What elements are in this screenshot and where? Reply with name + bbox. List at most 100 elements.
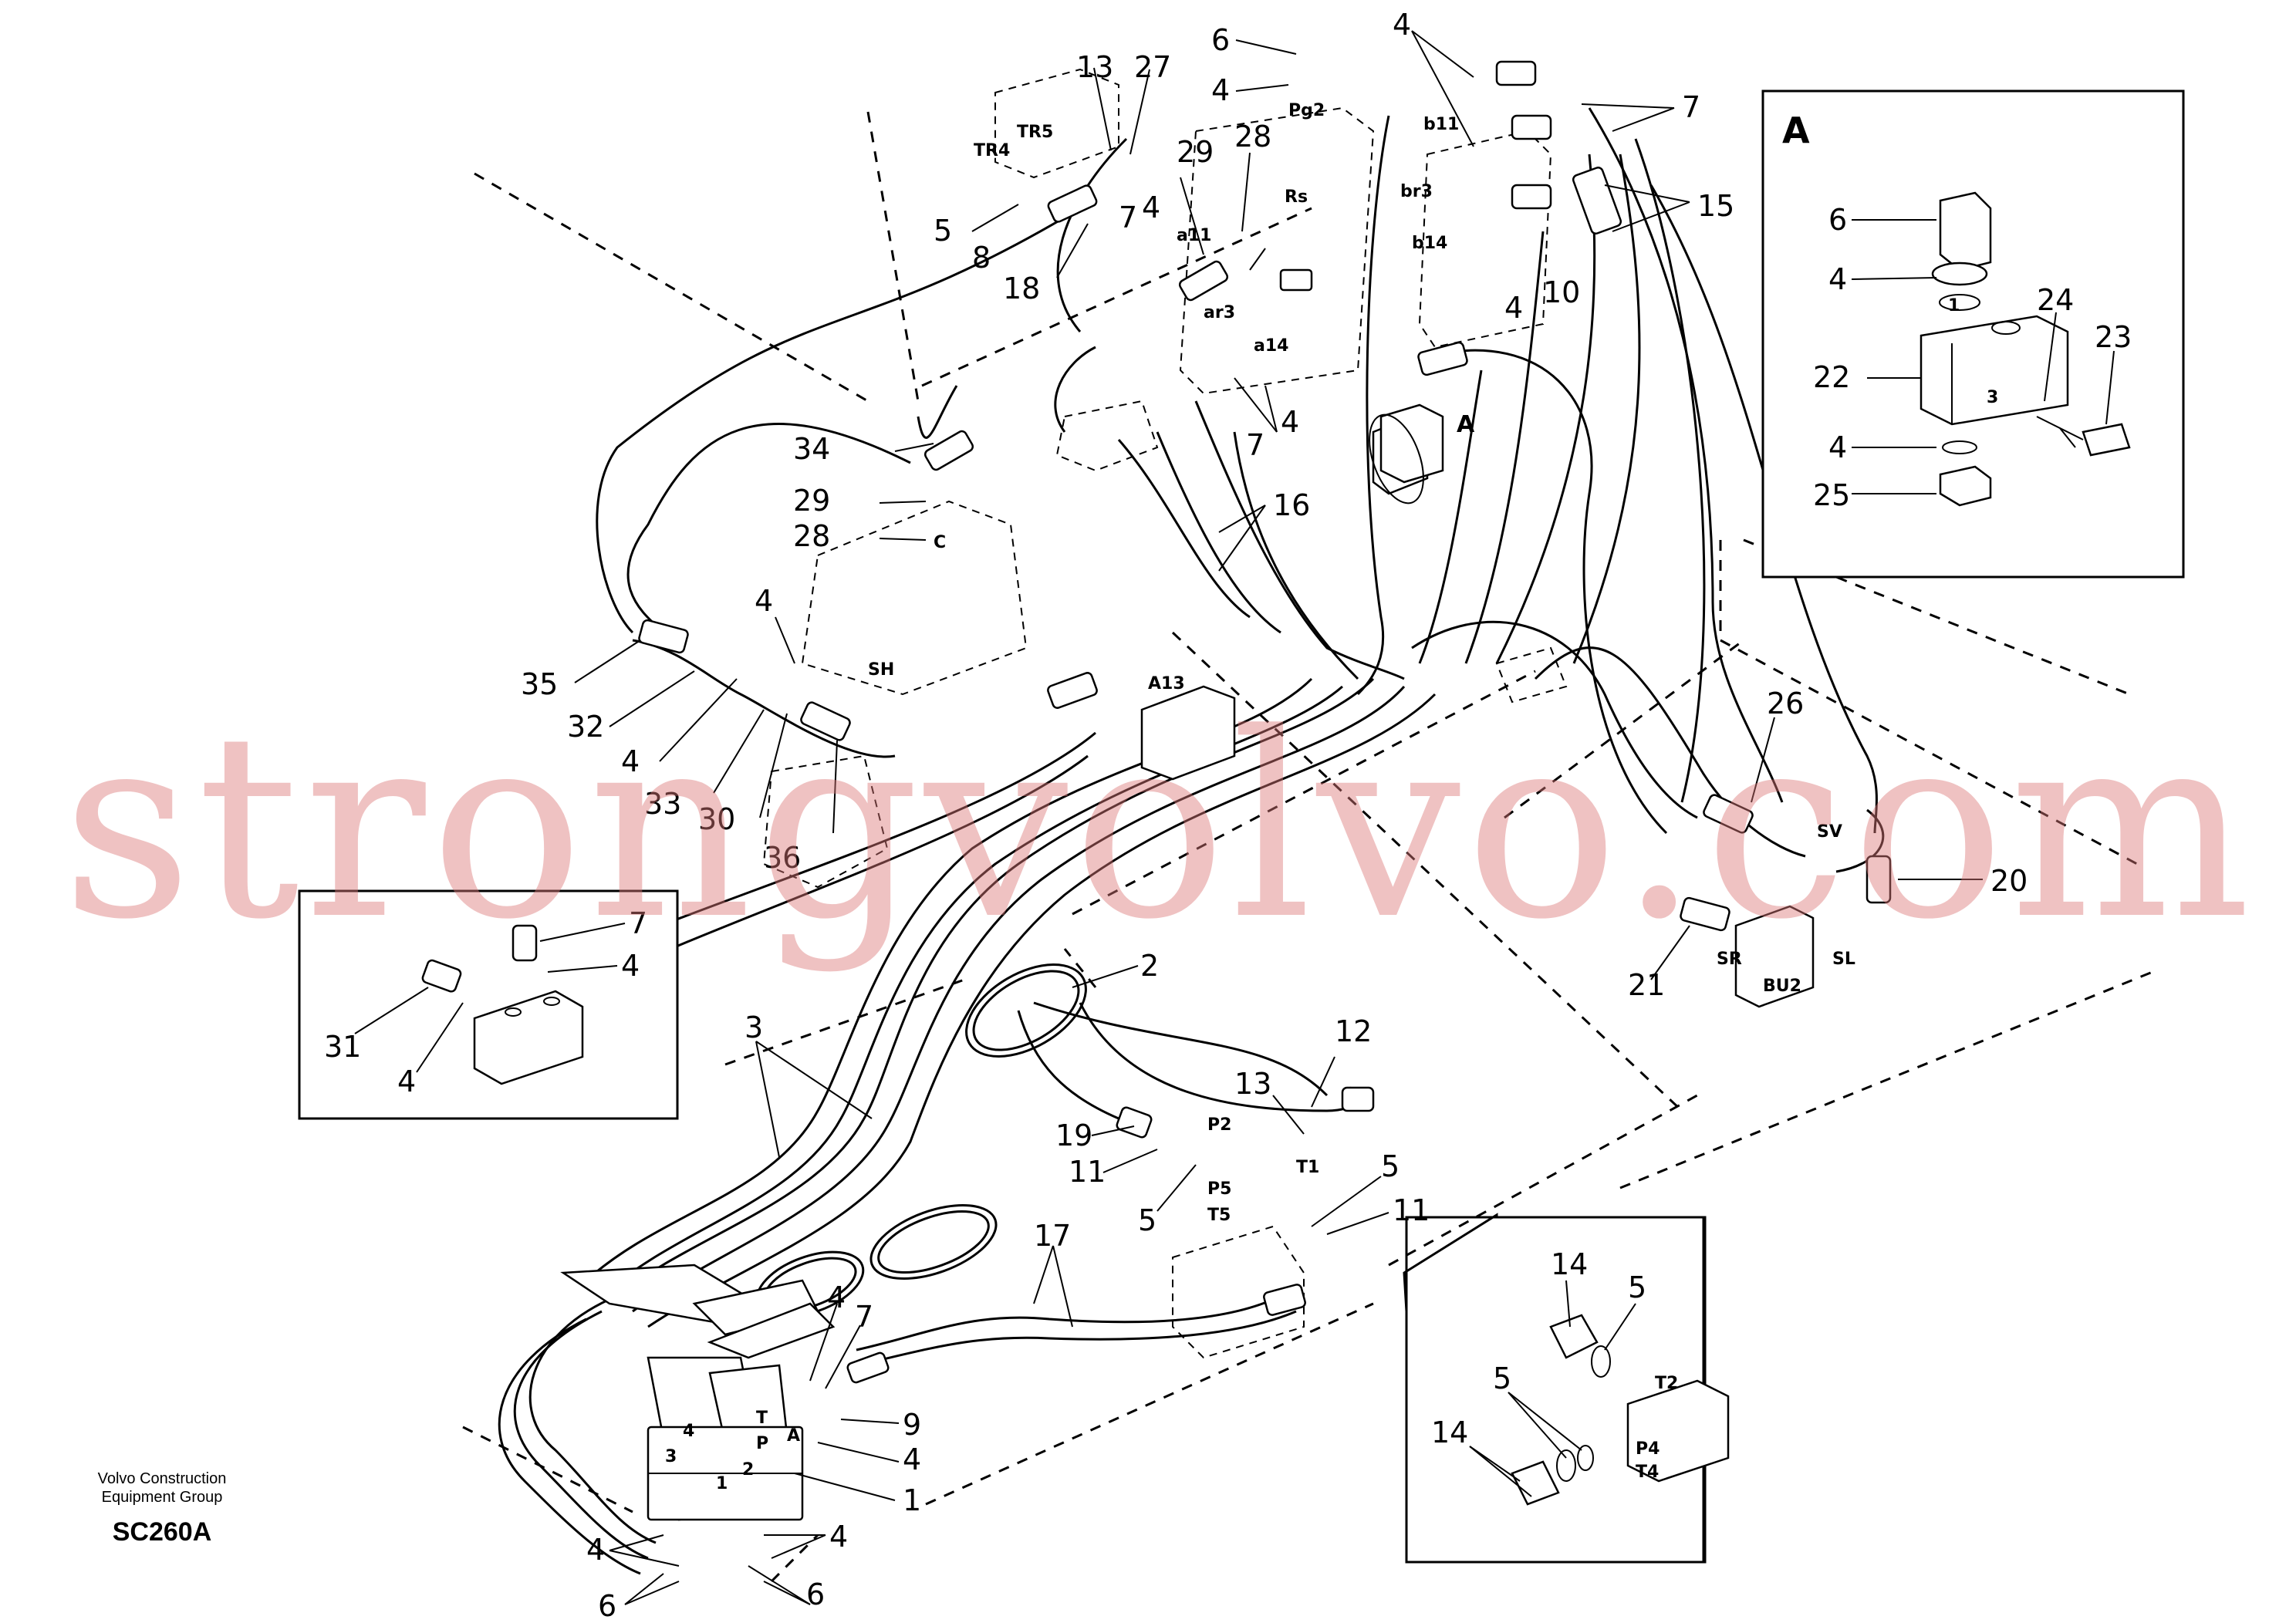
callout-number: 29 <box>793 484 830 518</box>
callout-number: 5 <box>934 214 952 248</box>
port-label: A <box>1457 411 1475 438</box>
callout-number: 7 <box>855 1300 873 1334</box>
callout-number: 9 <box>903 1408 921 1442</box>
port-label: ar3 <box>1204 303 1235 322</box>
port-label: SR <box>1717 950 1742 969</box>
callout-number: 24 <box>2037 283 2074 317</box>
callout-number: 7 <box>1246 428 1264 462</box>
port-label: A <box>787 1426 800 1446</box>
callout-number: 7 <box>629 906 647 940</box>
callout-number: 4 <box>621 949 640 983</box>
drawing-footer: Volvo Construction Equipment Group SC260… <box>62 1469 262 1547</box>
port-label: P2 <box>1207 1115 1231 1135</box>
callout-number: 4 <box>621 744 640 778</box>
callouts-inset-a: 6 4 22 4 25 24 23 <box>1813 203 2132 512</box>
callout-number: 22 <box>1813 360 1850 394</box>
org-line-1: Volvo Construction <box>97 1470 227 1487</box>
callout-number: 1 <box>903 1483 921 1517</box>
callout-number: 29 <box>1177 135 1214 169</box>
callout-number: 5 <box>1138 1203 1156 1237</box>
callout-number: 11 <box>1393 1193 1430 1227</box>
callouts-top: 13 27 6 4 4 7 5 8 18 29 28 7 4 15 10 4 7… <box>934 8 1734 522</box>
callout-number: 6 <box>806 1577 825 1611</box>
inset-left <box>298 889 679 1120</box>
port-label: T2 <box>1655 1374 1678 1393</box>
inset-a-letter: A <box>1782 110 1810 151</box>
inset-a: A 1 3 <box>1761 89 2185 579</box>
port-labels: TR5 TR4 Pg2 b11 br3 b14 Rs a11 ar3 a14 C… <box>756 101 1855 1482</box>
callout-number: 6 <box>1211 23 1230 57</box>
pedal-valve-label: 4 <box>683 1422 694 1441</box>
drawing-code: SC260A <box>112 1517 212 1547</box>
pedal-valve-face-labels: 1 2 3 4 <box>665 1422 754 1493</box>
callout-number: 7 <box>1682 90 1700 124</box>
callout-number: 10 <box>1543 275 1580 309</box>
port-label: b11 <box>1423 115 1459 134</box>
callout-number: 4 <box>1211 73 1230 107</box>
callouts-left: 34 29 28 4 35 32 4 33 30 36 <box>521 432 830 875</box>
port-label: a14 <box>1254 336 1288 356</box>
callout-number: 12 <box>1335 1014 1372 1048</box>
hose-clamps <box>755 963 1087 1318</box>
callout-number: 14 <box>1551 1247 1588 1281</box>
callout-number: 4 <box>827 1281 846 1314</box>
port-label: C <box>934 533 946 552</box>
port-label: TR4 <box>974 141 1010 160</box>
port-label: P4 <box>1636 1439 1660 1459</box>
callouts-left-inset: 7 4 31 4 <box>324 906 647 1098</box>
accumulator <box>1369 403 1444 504</box>
port-label: Pg2 <box>1288 101 1325 120</box>
callout-number: 6 <box>1828 203 1847 237</box>
port-label: P5 <box>1207 1179 1231 1199</box>
callout-number: 5 <box>1628 1270 1646 1304</box>
callout-number: 19 <box>1055 1119 1092 1152</box>
callout-number: 11 <box>1069 1155 1106 1189</box>
callout-number: 28 <box>793 519 830 553</box>
inset-bottom-right <box>1403 1213 1730 1564</box>
port-label: T <box>756 1409 768 1428</box>
org-line-2: Equipment Group <box>101 1489 223 1506</box>
callout-number: 27 <box>1134 50 1171 84</box>
leader-lines <box>574 30 1983 1605</box>
callout-number: 14 <box>1431 1415 1468 1449</box>
callouts-bottom: 4 7 9 4 1 4 4 6 6 <box>586 1281 921 1623</box>
pedal-valve-label: 1 <box>716 1474 728 1493</box>
port-label: A13 <box>1148 674 1185 693</box>
port-label: Rs <box>1285 187 1308 207</box>
callout-number: 34 <box>793 432 830 466</box>
port-label: SL <box>1832 950 1855 969</box>
callout-number: 7 <box>1119 201 1137 235</box>
callout-number: 6 <box>598 1589 616 1620</box>
callout-number: 33 <box>644 787 681 821</box>
callout-number: 36 <box>764 841 801 875</box>
callout-number: 4 <box>1393 8 1411 42</box>
inset-a-face-label: 3 <box>1987 388 1998 407</box>
callout-number: 8 <box>972 241 991 275</box>
inset-a-face-label: 1 <box>1948 296 1960 315</box>
callout-number: 4 <box>1281 405 1299 439</box>
callout-number: 25 <box>1813 478 1850 512</box>
callout-number: 15 <box>1697 189 1734 223</box>
callout-number: 28 <box>1234 120 1271 154</box>
callouts-bottom-inset: 14 5 5 14 <box>1431 1247 1646 1449</box>
port-label: TR5 <box>1017 123 1053 142</box>
port-label: BU2 <box>1763 977 1801 996</box>
callout-number: 20 <box>1990 864 2028 898</box>
callout-number: 31 <box>324 1030 361 1064</box>
port-label: T1 <box>1296 1158 1319 1177</box>
port-label: a11 <box>1177 226 1211 245</box>
callout-number: 4 <box>1504 291 1523 325</box>
callout-number: 5 <box>1381 1149 1400 1183</box>
pedal-valve-label: 2 <box>742 1460 754 1480</box>
callout-number: 4 <box>1828 430 1847 464</box>
callouts-right: 26 20 21 <box>1628 687 2028 1002</box>
pedal-valve-label: 3 <box>665 1447 677 1466</box>
callout-number: 16 <box>1273 488 1310 522</box>
callout-number: 21 <box>1628 968 1665 1002</box>
callout-number: 4 <box>829 1520 848 1554</box>
callout-number: 35 <box>521 667 558 701</box>
callout-number: 4 <box>903 1442 921 1476</box>
fittings <box>638 60 1892 1384</box>
